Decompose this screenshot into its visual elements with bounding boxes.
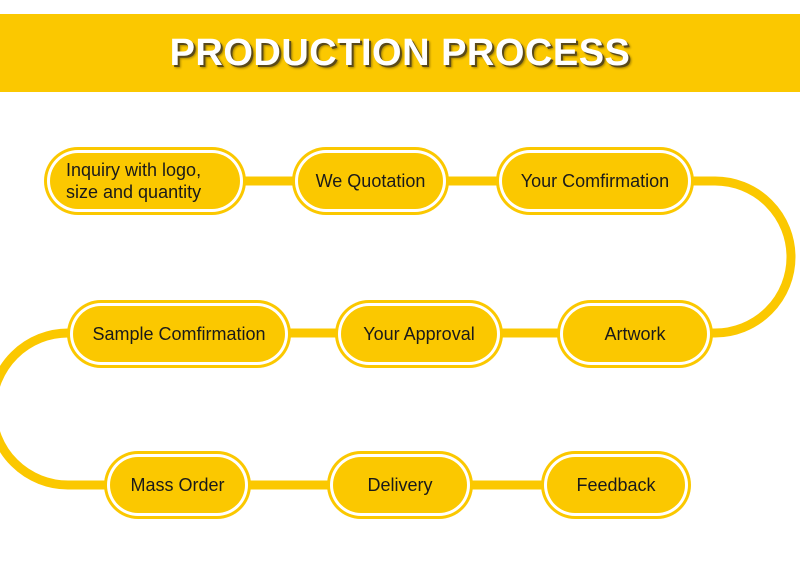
step-delivery: Delivery [333, 457, 467, 513]
title-banner: PRODUCTION PROCESS [0, 14, 800, 92]
step-your-confirmation: Your Comfirmation [502, 153, 688, 209]
step-label: Artwork [604, 324, 666, 344]
step-label: Delivery [367, 475, 433, 495]
step-label: We Quotation [315, 171, 426, 191]
step-label: Feedback [576, 475, 656, 495]
step-label: Sample Comfirmation [92, 324, 266, 344]
page-title: PRODUCTION PROCESS [169, 31, 631, 74]
step-your-approval: Your Approval [341, 306, 497, 362]
step-label: Mass Order [130, 475, 225, 495]
step-feedback: Feedback [547, 457, 685, 513]
step-label: Your Comfirmation [520, 171, 670, 191]
step-inquiry: Inquiry with logo, size and quantity [50, 153, 240, 209]
connector-3-4 [683, 176, 796, 338]
step-mass-order: Mass Order [110, 457, 245, 513]
step-artwork: Artwork [563, 306, 707, 362]
step-sample-confirmation: Sample Comfirmation [73, 306, 285, 362]
step-label: Inquiry with logo, size and quantity [66, 160, 202, 202]
step-label: Your Approval [363, 324, 475, 344]
step-we-quotation: We Quotation [298, 153, 443, 209]
connector-6-7 [0, 328, 115, 490]
